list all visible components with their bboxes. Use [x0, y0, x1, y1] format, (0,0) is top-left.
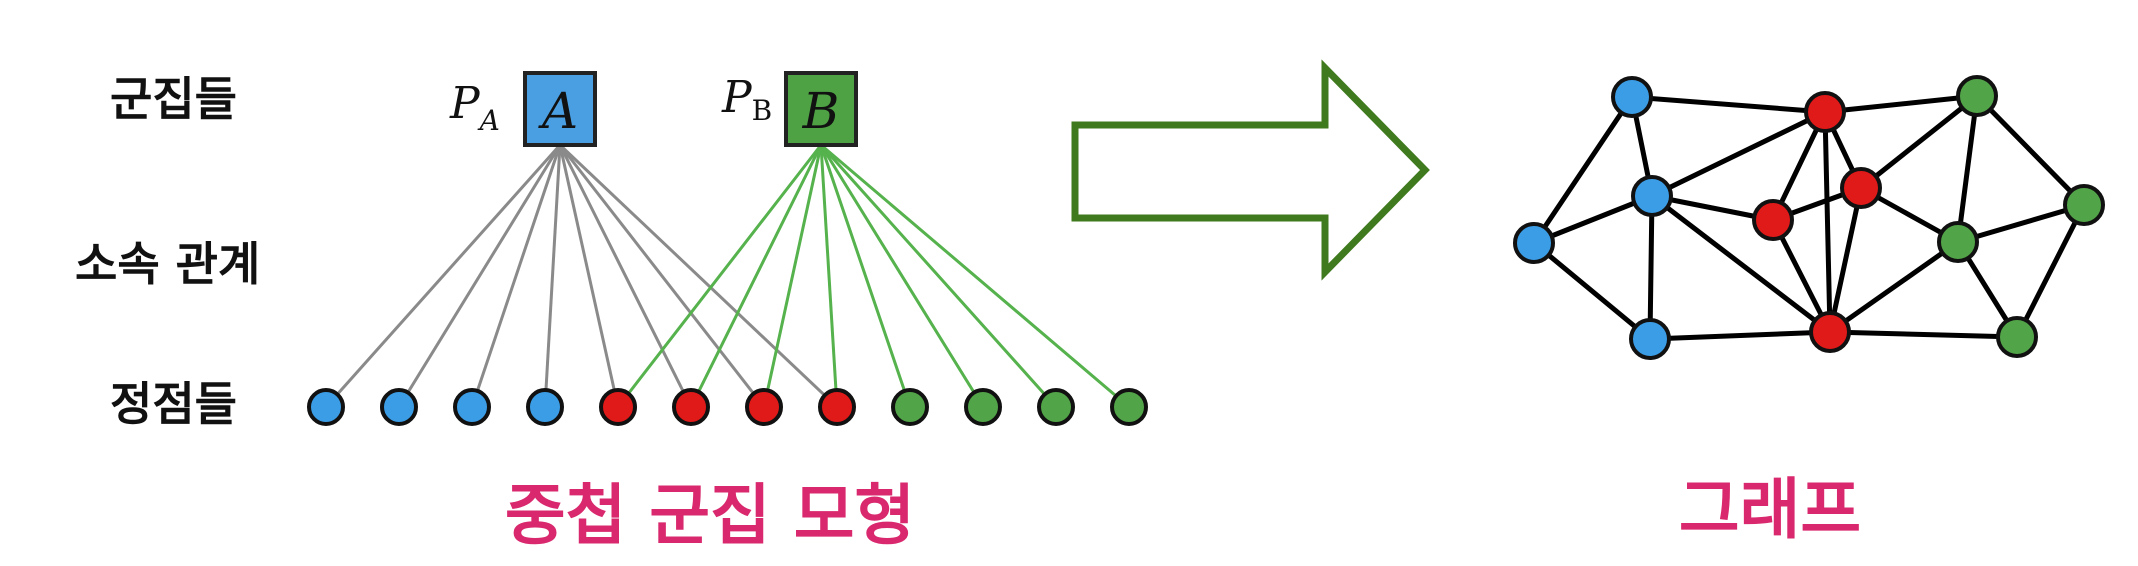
affiliation-edge-a [470, 144, 562, 408]
graph-node [1996, 316, 2038, 358]
community-a-letter: A [538, 82, 578, 140]
affiliation-edge-b [819, 143, 1058, 409]
graph-node [1937, 221, 1979, 263]
affiliation-edge-b [819, 144, 912, 408]
affiliation-edge-a [558, 144, 620, 408]
graph-edge [1822, 93, 1980, 115]
community-b-probability: PB [721, 72, 772, 127]
graph-edge [1827, 329, 2020, 340]
affiliation-edge-b [689, 144, 823, 408]
affiliations-row-label: 소속 관계 [75, 237, 260, 291]
affiliation-edge-a [397, 144, 562, 408]
vertex [599, 388, 637, 426]
community-b-p-symbol: P [721, 72, 753, 123]
transform-arrow [1071, 59, 1430, 281]
vertex [380, 388, 418, 426]
graph-edge [1974, 93, 2087, 208]
community-a-box [523, 71, 597, 147]
affiliation-edge-a [543, 144, 562, 408]
graph-node [1752, 199, 1794, 241]
vertex [1110, 388, 1148, 426]
affiliation-edge-a [558, 144, 693, 408]
graph-node [1956, 75, 1998, 117]
community-b-letter: B [802, 82, 840, 140]
affiliation-edge-b [616, 144, 823, 408]
vertex [307, 388, 345, 426]
model-caption: 중첩 군집 모형 [505, 477, 915, 554]
graph-edge [1955, 202, 2087, 245]
graph-caption: 그래프 [1679, 471, 1861, 548]
affiliation-edge-a [558, 143, 839, 409]
affiliation-edges-a [324, 143, 839, 409]
affiliation-edge-a [324, 144, 562, 408]
graph-edge [1629, 94, 1828, 115]
community-b-box [784, 71, 858, 147]
graph-edge [1531, 240, 1653, 342]
vertex [453, 388, 491, 426]
graph-node [1629, 318, 1671, 360]
vertex [526, 388, 564, 426]
community-a: A PA [449, 71, 597, 147]
vertex [964, 388, 1002, 426]
affiliation-edge-b [762, 144, 823, 408]
graph-edges [1531, 93, 2087, 342]
vertices-row-label: 정점들 [110, 377, 237, 431]
graph-node [1804, 91, 1846, 133]
graph-nodes [1513, 75, 2105, 360]
graph-edge [1649, 193, 1833, 335]
vertex [745, 388, 783, 426]
communities-row-label: 군집들 [110, 72, 237, 126]
graph-node [1611, 76, 1653, 118]
graph-edge [1858, 93, 1980, 191]
affiliation-edge-b [820, 143, 1130, 409]
graph-edge [1531, 94, 1635, 246]
graph-node [1513, 222, 1555, 264]
vertex [818, 388, 856, 426]
graph-edge [1955, 93, 1980, 245]
graph-edge [1647, 329, 1833, 342]
community-a-probability: PA [449, 78, 500, 137]
affiliation-edge-a [558, 144, 766, 408]
vertex [672, 388, 710, 426]
vertex [891, 388, 929, 426]
community-a-p-subscript: A [477, 104, 500, 137]
graph-node [1840, 167, 1882, 209]
vertex-row [307, 388, 1148, 426]
graph-node [2063, 184, 2105, 226]
graph-edge [1647, 193, 1655, 342]
community-b: B PB [721, 71, 858, 147]
affiliation-edge-b [819, 144, 839, 408]
graph-node [1809, 311, 1851, 353]
graph-edge [1649, 109, 1828, 199]
community-b-p-subscript: B [752, 94, 773, 127]
graph-edge [1827, 239, 1961, 335]
community-a-p-symbol: P [449, 78, 481, 129]
graph-edge [1531, 193, 1655, 246]
affiliation-edge-b [819, 144, 985, 408]
graph-node [1631, 175, 1673, 217]
vertex [1037, 388, 1075, 426]
graph-edge [1822, 109, 1833, 335]
affiliation-edges-b [616, 143, 1130, 409]
graph-edge [1827, 185, 1864, 335]
graph-edge [2014, 202, 2087, 340]
